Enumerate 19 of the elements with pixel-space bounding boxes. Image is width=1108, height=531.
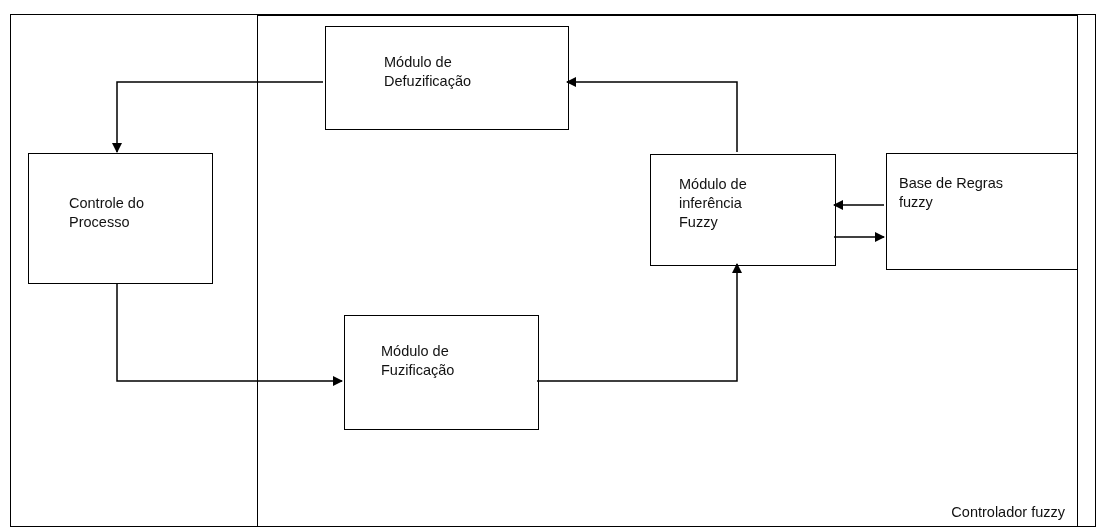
process-box	[344, 315, 539, 430]
arrow	[116, 282, 343, 386]
box-label: Módulo de inferência Fuzzy	[679, 175, 748, 232]
container-box	[257, 15, 1078, 527]
arrow	[536, 263, 742, 382]
process-box	[28, 153, 213, 284]
container-label: Controlador fuzzy	[951, 504, 1065, 520]
arrow	[833, 200, 885, 210]
process-box	[325, 26, 569, 130]
process-box	[650, 154, 836, 266]
box-label: Controle do Processo	[69, 194, 145, 232]
box-label: Módulo de Defuzificação	[384, 53, 473, 91]
box-label: Módulo de Fuzificação	[381, 342, 456, 380]
arrow	[112, 81, 324, 153]
frame-box	[10, 14, 1096, 527]
arrow	[566, 77, 738, 153]
arrow	[833, 232, 885, 242]
box-label: Base de Regras fuzzy	[899, 174, 1004, 212]
process-box	[886, 153, 1078, 270]
